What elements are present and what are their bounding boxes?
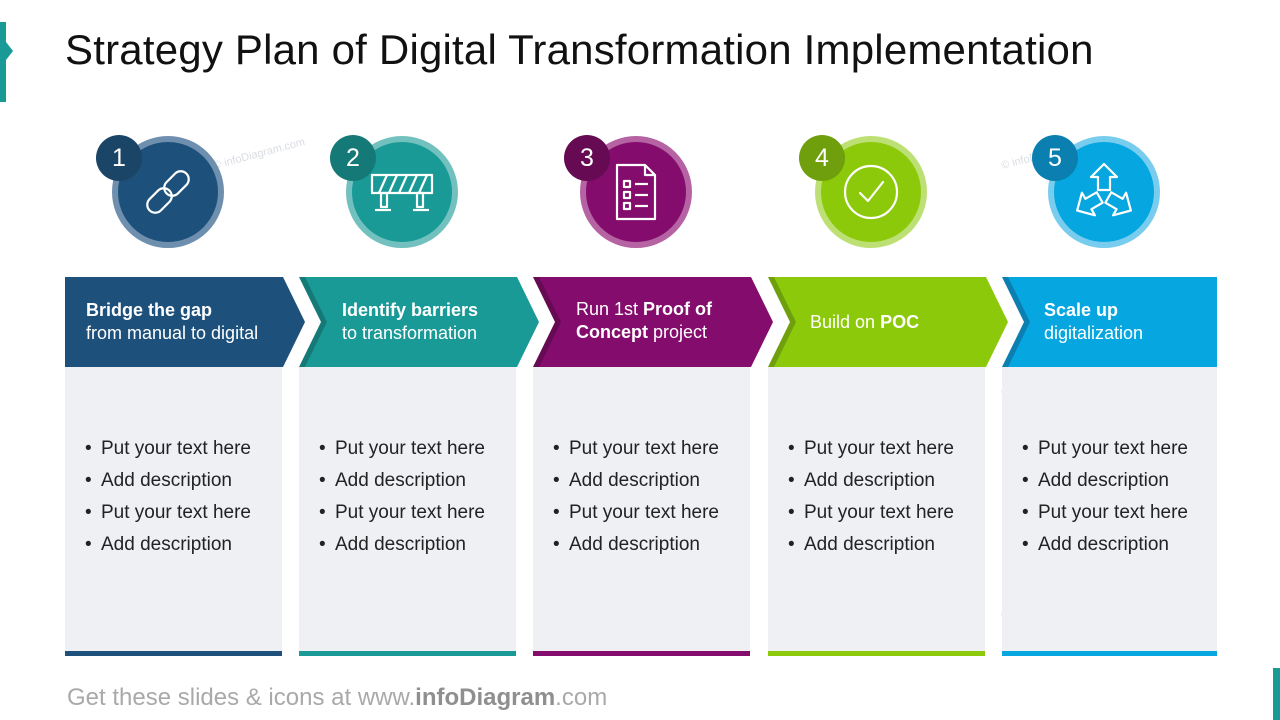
bullet-item: Add description — [85, 529, 282, 561]
bullet-item: Put your text here — [553, 433, 750, 465]
bullet-item: Put your text here — [319, 433, 516, 465]
step-5-heading-bold: Scale up — [1044, 300, 1119, 320]
bullet-item: Put your text here — [788, 433, 985, 465]
footer-brand: infoDiagram — [415, 684, 556, 711]
step-5: 5 Scale up digitalization Put your text … — [1002, 0, 1237, 660]
slide-title: Strategy Plan of Digital Transformation … — [65, 26, 1094, 73]
step-2-bullet-list: Put your text here Add description Put y… — [299, 367, 516, 561]
bullet-item: Add description — [788, 529, 985, 561]
step-4-heading-line: Build on POC — [810, 311, 919, 334]
bullet-item: Add description — [1022, 529, 1217, 561]
step-5-number-badge: 5 — [1032, 135, 1078, 181]
footer-credit: Get these slides & icons at www.infoDiag… — [67, 684, 607, 712]
footer-prefix: Get these slides & icons at www. — [67, 684, 416, 711]
step-3-arrow-shape — [533, 277, 773, 367]
step-4-bottom-bar — [768, 651, 985, 656]
step-2-card: Put your text here Add description Put y… — [299, 367, 516, 651]
step-4-bullet-list: Put your text here Add description Put y… — [768, 367, 985, 561]
step-4: 4 Build on POC Put your text here Add de… — [768, 0, 1008, 660]
bullet-item: Add description — [553, 529, 750, 561]
step-3-heading-pre: Run 1st — [576, 299, 644, 319]
step-4-number-badge: 4 — [799, 135, 845, 181]
bullet-item: Put your text here — [85, 497, 282, 529]
step-5-card: Put your text here Add description Put y… — [1002, 367, 1217, 651]
bullet-item: Put your text here — [553, 497, 750, 529]
step-2-heading: Identify barriers to transformation — [342, 277, 478, 367]
step-4-heading: Build on POC — [810, 277, 919, 367]
step-5-heading-rest: digitalization — [1044, 323, 1144, 343]
bullet-item: Add description — [319, 465, 516, 497]
step-5-arrow: Scale up digitalization — [1002, 277, 1244, 367]
step-3-card: Put your text here Add description Put y… — [533, 367, 750, 651]
bullet-item: Put your text here — [319, 497, 516, 529]
step-3-heading: Run 1st Proof of Concept project — [576, 277, 736, 367]
step-3-bottom-bar — [533, 651, 750, 656]
step-4-heading-pre: Build on — [810, 311, 881, 332]
scale-out-arrows-icon — [1076, 162, 1132, 217]
step-2-arrow: Identify barriers to transformation — [299, 277, 541, 367]
bullet-item: Add description — [553, 465, 750, 497]
step-3-number-badge: 3 — [564, 135, 610, 181]
step-1-arrow: Bridge the gap from manual to digital — [65, 277, 307, 367]
step-4-card: Put your text here Add description Put y… — [768, 367, 985, 651]
step-3-arrow: Run 1st Proof of Concept project — [533, 277, 775, 367]
step-1-number-badge: 1 — [96, 135, 142, 181]
bullet-item: Put your text here — [1022, 497, 1217, 529]
chain-link-icon — [146, 170, 190, 214]
step-1-heading: Bridge the gap from manual to digital — [86, 277, 258, 367]
step-3-heading-bold: Proof of Concept — [576, 299, 713, 342]
bullet-item: Add description — [788, 465, 985, 497]
step-2-arrow-shape — [299, 277, 539, 367]
step-2-number-badge: 2 — [330, 135, 376, 181]
step-2-bottom-bar — [299, 651, 516, 656]
bullet-item: Put your text here — [85, 433, 282, 465]
step-1-arrow-shape — [65, 277, 305, 367]
step-5-bottom-bar — [1002, 651, 1217, 656]
step-1-heading-rest: from manual to digital — [86, 323, 259, 343]
bullet-item: Add description — [85, 465, 282, 497]
step-2-heading-rest: to transformation — [342, 323, 478, 343]
step-1: 1 Bridge the gap from manual to digital … — [65, 0, 305, 660]
right-accent-bar — [1273, 668, 1280, 720]
bullet-item: Put your text here — [1022, 433, 1217, 465]
road-barrier-icon — [370, 173, 434, 212]
step-4-arrow: Build on POC — [768, 277, 1010, 367]
left-accent-bar — [0, 22, 6, 102]
step-3: 3 Run 1st Proof of Concept project Put y… — [533, 0, 773, 660]
step-1-bottom-bar — [65, 651, 282, 656]
step-3-bullet-list: Put your text here Add description Put y… — [533, 367, 750, 561]
bullet-item: Add description — [1022, 465, 1217, 497]
step-2-heading-bold: Identify barriers — [342, 300, 479, 320]
step-4-arrow-shape — [768, 277, 1008, 367]
step-2: 2 Identify barriers to transformation Pu… — [299, 0, 539, 660]
bullet-item: Add description — [319, 529, 516, 561]
step-1-heading-bold: Bridge the gap — [86, 300, 213, 320]
step-1-card: Put your text here Add description Put y… — [65, 367, 282, 651]
step-1-bullet-list: Put your text here Add description Put y… — [65, 367, 282, 561]
check-circle-icon — [843, 164, 899, 220]
left-accent-arrow — [6, 42, 13, 60]
step-5-bullet-list: Put your text here Add description Put y… — [1002, 367, 1217, 561]
step-4-heading-bold: POC — [880, 311, 920, 332]
step-5-arrow-shape — [1002, 277, 1217, 367]
checklist-document-icon — [615, 163, 657, 221]
bullet-item: Put your text here — [788, 497, 985, 529]
footer-suffix: .com — [555, 684, 608, 711]
step-3-heading-post: project — [648, 322, 708, 342]
step-5-heading: Scale up digitalization — [1044, 277, 1143, 367]
